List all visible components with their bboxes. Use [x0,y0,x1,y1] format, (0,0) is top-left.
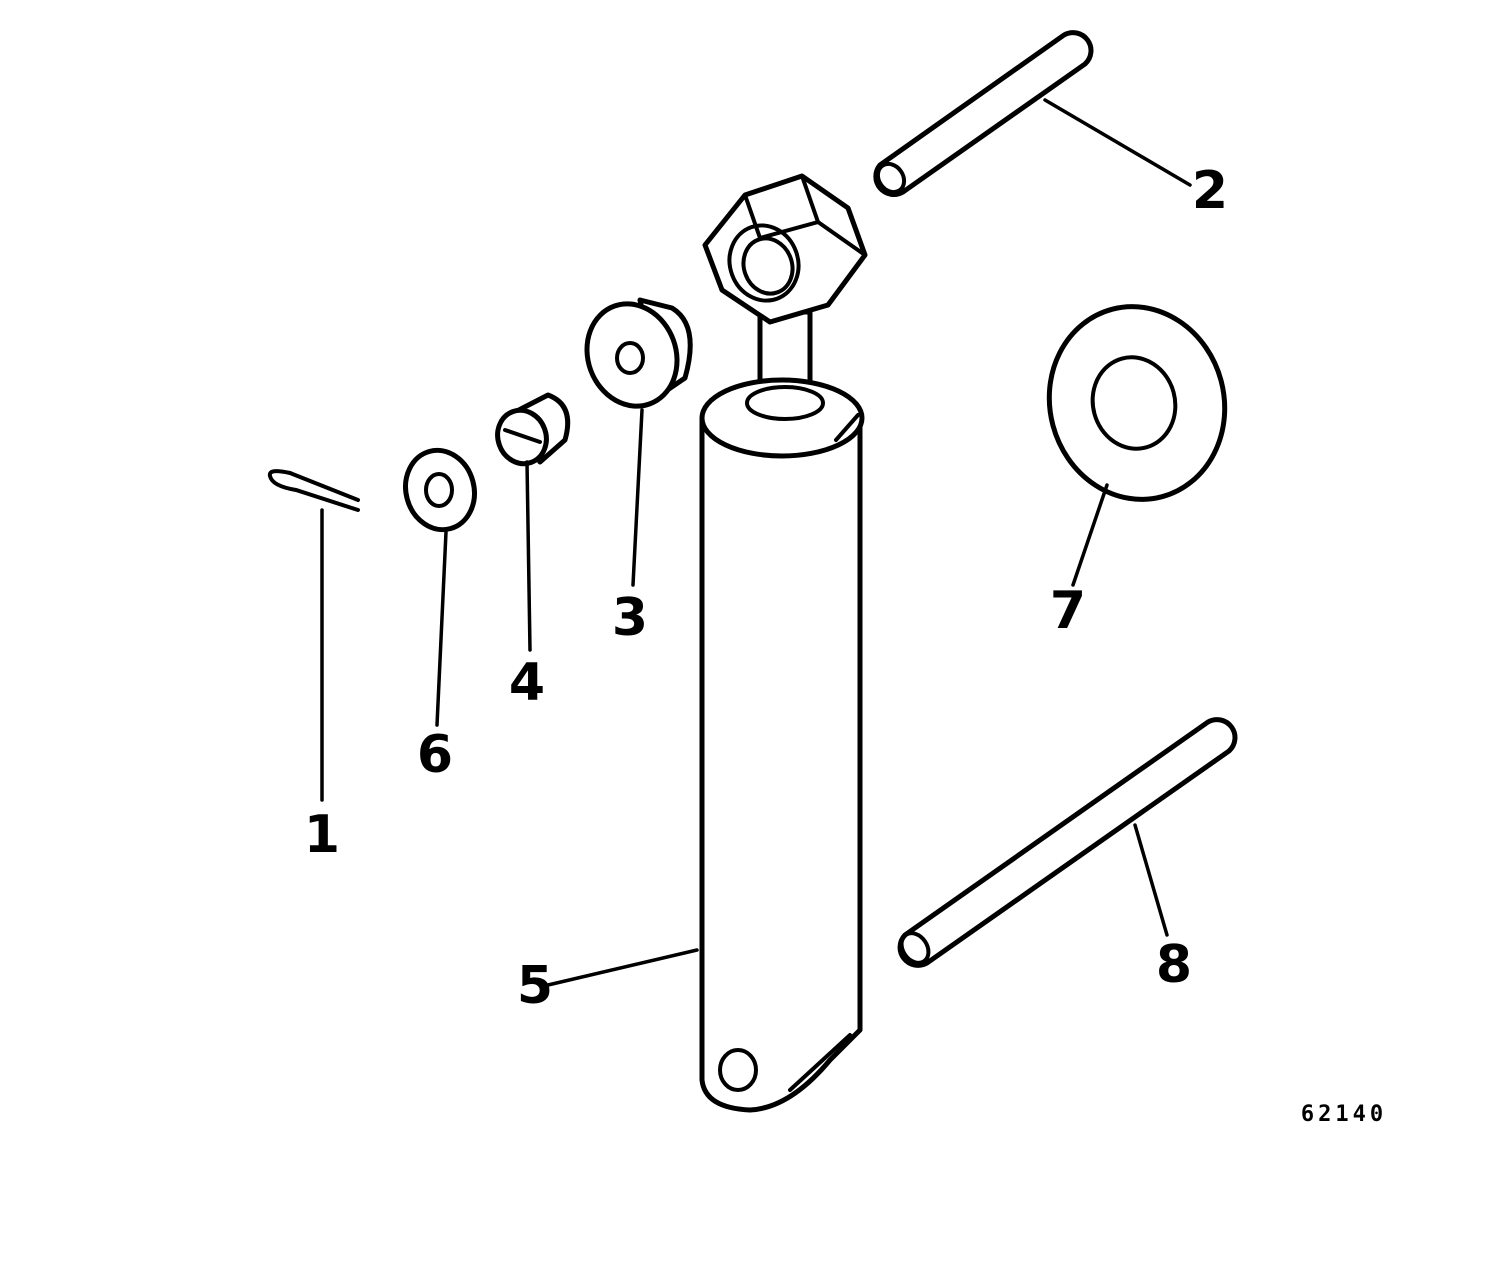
callout-8: 8 [1156,935,1192,995]
part-8-lower-pin [897,717,1238,968]
leader-5 [546,948,699,987]
part-5-cylinder [699,173,868,1113]
leader-7 [1071,483,1109,587]
leader-2 [1043,98,1192,187]
part-1-cotter-pin [267,469,360,512]
callout-5: 5 [517,956,553,1016]
leader-4 [525,460,532,652]
callout-6: 6 [417,725,453,785]
callout-labels: 1 2 3 4 5 6 7 8 [304,161,1228,1016]
part-4-small-bushing [495,392,571,467]
part-3-flanged-bushing [584,297,693,409]
callout-4: 4 [509,653,545,713]
figure-id: 62140 [1301,1102,1387,1127]
leader-3 [631,408,644,587]
part-7-large-washer [1046,304,1228,502]
callout-1: 1 [304,805,340,865]
callout-7: 7 [1050,581,1086,641]
part-6-small-washer [403,447,477,533]
leader-lines [320,98,1192,987]
callout-2: 2 [1192,161,1228,221]
leader-8 [1133,823,1169,937]
part-2-upper-pin [873,30,1094,197]
callout-3: 3 [612,588,648,648]
leader-6 [435,530,448,727]
